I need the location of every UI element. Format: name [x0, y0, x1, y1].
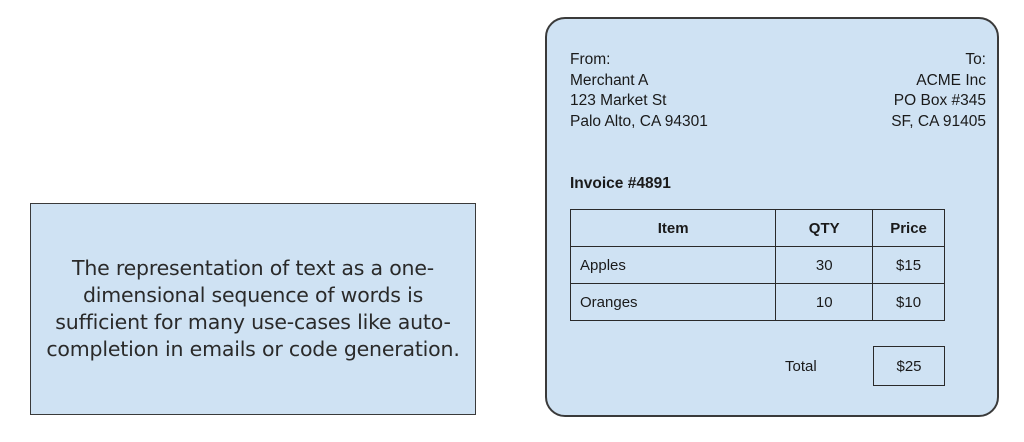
header-price: Price [872, 209, 945, 247]
cell-price: $10 [872, 283, 945, 321]
to-label: To: [965, 51, 986, 68]
header-qty: QTY [775, 209, 874, 247]
from-name: Merchant A [570, 71, 649, 89]
cell-price: $15 [872, 246, 945, 284]
cell-qty: 10 [775, 283, 874, 321]
table-header-row: Item QTY Price [569, 209, 945, 247]
cell-item: Oranges [569, 283, 777, 321]
from-label: From: [570, 51, 611, 68]
from-address: From: Merchant A 123 Market St Palo Alto… [570, 50, 708, 132]
items-table: Item QTY Price Apples 30 $15 Oranges 10 … [569, 209, 945, 321]
to-city: SF, CA 91405 [891, 112, 986, 130]
table-row: Oranges 10 $10 [569, 283, 945, 321]
description-text: The representation of text as a one-dime… [46, 256, 460, 361]
invoice-number: Invoice #4891 [570, 175, 671, 192]
description-box: The representation of text as a one-dime… [30, 203, 476, 415]
to-name: ACME Inc [916, 71, 986, 89]
to-address: To: ACME Inc PO Box #345 SF, CA 91405 [891, 50, 986, 132]
cell-item: Apples [569, 246, 777, 284]
table-row: Apples 30 $15 [569, 246, 945, 284]
invoice-card: From: Merchant A 123 Market St Palo Alto… [545, 17, 999, 417]
to-street: PO Box #345 [893, 92, 986, 109]
total-value: $25 [873, 346, 945, 386]
from-city: Palo Alto, CA 94301 [570, 112, 708, 130]
from-street: 123 Market St [570, 92, 667, 109]
cell-qty: 30 [775, 246, 874, 284]
total-label: Total [785, 358, 817, 375]
header-item: Item [569, 209, 777, 247]
